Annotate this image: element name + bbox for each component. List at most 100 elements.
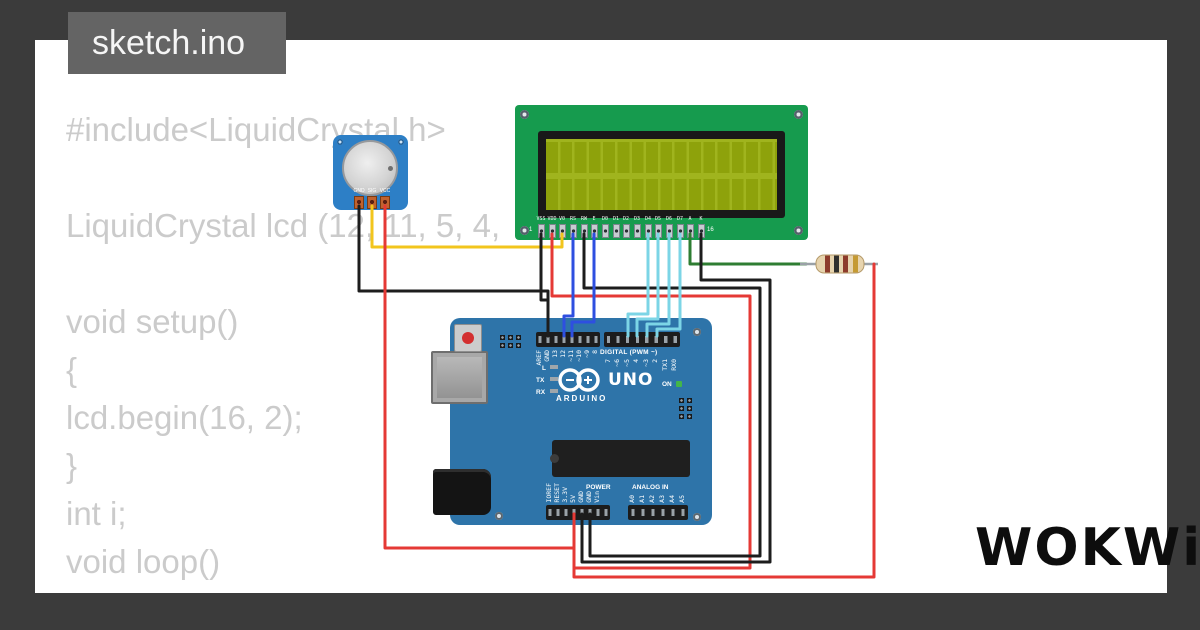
pin-label: ~6 <box>613 359 621 367</box>
lcd-pad[interactable] <box>558 224 566 238</box>
mount-hole <box>794 226 803 235</box>
file-tab[interactable]: sketch.ino <box>68 12 286 74</box>
power-jack <box>433 469 491 515</box>
pot-pin-label-gnd: GND <box>353 188 365 194</box>
pin-label: 2 <box>651 359 659 363</box>
code-line: void setup() <box>66 303 239 340</box>
digital-header-left[interactable] <box>536 332 600 347</box>
led-l-label: L <box>542 365 546 372</box>
led-tx-label: TX <box>536 377 545 384</box>
wokwi-logo[interactable]: WOKWi <box>975 518 1200 578</box>
potentiometer-knob[interactable] <box>342 140 398 196</box>
lcd-pin-number-last: 16 <box>707 227 714 233</box>
pot-pad-sig[interactable] <box>367 196 377 209</box>
pin-label: Vin <box>593 491 601 503</box>
lcd-pin-label: E <box>592 216 596 222</box>
code-line: void loop() <box>66 543 221 580</box>
pin-label: ~9 <box>583 350 591 358</box>
pin-label: TX1 <box>661 359 669 371</box>
analog-silk-label: ANALOG IN <box>632 484 669 491</box>
pot-pad-vcc[interactable] <box>380 196 390 209</box>
code-line: int i; <box>66 495 127 532</box>
lcd-pad[interactable] <box>686 224 694 238</box>
pin-label: RESET <box>553 483 561 503</box>
pin-label: 8 <box>591 350 599 354</box>
lcd-pad[interactable] <box>590 224 598 238</box>
icsp-header-usb <box>500 335 521 348</box>
mount-hole <box>693 513 701 521</box>
lcd-pin-label: D5 <box>654 216 662 222</box>
lcd1602-display[interactable]: 1 16 VSS VDD V0 RS RW E D0 D1 D2 D3 D4 D… <box>515 105 808 240</box>
arduino-logo-icon <box>558 368 600 392</box>
pin-label: A2 <box>648 495 656 503</box>
pin-label: 12 <box>559 350 567 358</box>
icsp-header <box>679 398 692 419</box>
lcd-pin-label: D2 <box>622 216 630 222</box>
pin-label: A3 <box>658 495 666 503</box>
code-line: lcd.begin(16, 2); <box>66 399 303 436</box>
arduino-uno[interactable]: AREF GND 13 12 ~11 ~10 ~9 8 7 ~6 ~5 4 ~3… <box>431 318 712 525</box>
usb-connector <box>431 351 488 404</box>
pin-label: GND <box>585 491 593 503</box>
pin-label: A4 <box>668 495 676 503</box>
lcd-pin-label: D7 <box>676 216 684 222</box>
lcd-pin-label: D3 <box>633 216 641 222</box>
lcd-pin-label: K <box>699 216 703 222</box>
pin-label: AREF <box>535 350 543 366</box>
potentiometer[interactable]: GND SIG VCC <box>333 135 408 210</box>
lcd-pad[interactable] <box>569 224 577 238</box>
lcd-pad[interactable] <box>644 224 652 238</box>
lcd-pad[interactable] <box>548 224 556 238</box>
lcd-pin-label: D1 <box>612 216 620 222</box>
power-silk-label: POWER <box>586 484 611 491</box>
pin-label: A1 <box>638 495 646 503</box>
analog-header[interactable] <box>628 505 688 520</box>
mount-hole <box>520 110 529 119</box>
pin-label: GND <box>543 350 551 362</box>
reset-button[interactable] <box>454 324 482 352</box>
pin-label: 5V <box>569 495 577 503</box>
pin-label: GND <box>577 491 585 503</box>
lcd-pad[interactable] <box>697 224 705 238</box>
pin-label: A5 <box>678 495 686 503</box>
mount-hole <box>520 226 529 235</box>
lcd-pad[interactable] <box>676 224 684 238</box>
code-line: } <box>66 447 78 484</box>
power-header[interactable] <box>546 505 610 520</box>
on-label: ON <box>662 381 672 388</box>
lcd-screen <box>546 139 777 210</box>
screw-hole <box>337 139 343 145</box>
pin-label: RX0 <box>670 359 678 371</box>
pin-label: ~5 <box>623 359 631 367</box>
lcd-pad[interactable] <box>622 224 630 238</box>
board-name-label: UNO <box>608 370 654 390</box>
lcd-pad[interactable] <box>580 224 588 238</box>
knob-indicator-dot <box>388 166 393 171</box>
pin-label: 4 <box>632 359 640 363</box>
pin-label: 7 <box>604 359 612 363</box>
pin-label: IOREF <box>545 483 553 503</box>
lcd-pad[interactable] <box>654 224 662 238</box>
lcd-bezel <box>538 131 785 218</box>
mount-hole <box>693 328 701 336</box>
digital-header-right[interactable] <box>604 332 680 347</box>
pot-pin-label-sig: SIG <box>367 188 377 194</box>
pin-label: ~11 <box>567 350 575 362</box>
led-rx-label: RX <box>536 389 546 396</box>
atmega-chip <box>550 440 690 477</box>
lcd-pad[interactable] <box>612 224 620 238</box>
code-line: { <box>66 351 78 388</box>
lcd-pin-label: A <box>688 216 692 222</box>
lcd-pin-label: D4 <box>644 216 652 222</box>
lcd-pin-label: D6 <box>665 216 673 222</box>
lcd-pad[interactable] <box>665 224 673 238</box>
pin-label: 3.3V <box>561 487 569 503</box>
lcd-pin-number-first: 1 <box>529 227 533 233</box>
lcd-pad[interactable] <box>633 224 641 238</box>
lcd-pad[interactable] <box>601 224 609 238</box>
pot-pin-label-vcc: VCC <box>379 188 391 194</box>
lcd-pad[interactable] <box>537 224 545 238</box>
pot-pad-gnd[interactable] <box>354 196 364 209</box>
code-line: { <box>66 586 500 593</box>
